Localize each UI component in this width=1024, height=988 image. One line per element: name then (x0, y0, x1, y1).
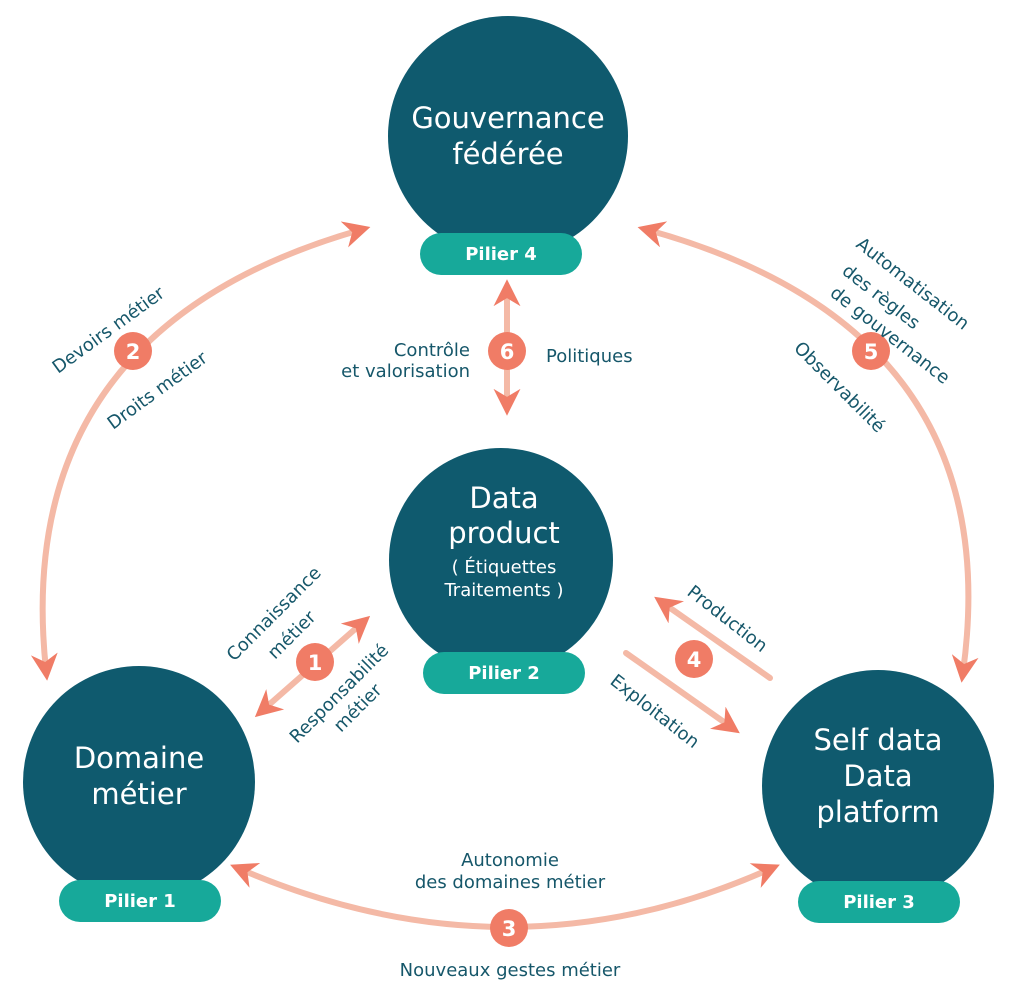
node-data-product: Data product ( Étiquettes Traitements ) … (389, 448, 613, 694)
node-self-data-title-3: platform (816, 795, 939, 829)
node-data-product-sub-1: ( Étiquettes (452, 556, 557, 578)
pillar-3-label: Pilier 3 (843, 892, 915, 913)
badge-5-number: 5 (864, 340, 879, 364)
badge-2-number: 2 (126, 340, 141, 364)
node-self-data-title-2: Data (843, 759, 912, 793)
node-gouvernance-title-2: fédérée (452, 137, 563, 171)
pillar-3-pill (798, 881, 960, 923)
label-exploitation: Exploitation (606, 670, 703, 752)
label-controle-2: et valorisation (341, 361, 470, 382)
badge-4: 4 (675, 640, 713, 678)
label-politiques: Politiques (546, 346, 633, 367)
pillar-4-label: Pilier 4 (465, 244, 537, 265)
node-data-product-title-2: product (448, 516, 560, 550)
node-gouvernance-title-1: Gouvernance (411, 101, 604, 135)
badge-3: 3 (490, 909, 528, 947)
connector-2 (30, 221, 371, 681)
badge-3-number: 3 (502, 917, 517, 941)
label-devoirs-metier: Devoirs métier (49, 282, 170, 378)
node-domaine-title-1: Domaine (74, 741, 204, 775)
badge-6-number: 6 (500, 340, 515, 364)
node-domaine: Domaine métier Pilier 1 (23, 666, 255, 922)
connector-4-production (654, 596, 773, 681)
badge-1: 1 (296, 643, 334, 681)
node-data-product-title-1: Data (469, 481, 538, 515)
connector-4-exploitation (623, 650, 740, 734)
pillar-1-pill (59, 880, 221, 922)
node-domaine-title-2: métier (91, 777, 186, 811)
badge-2: 2 (114, 332, 152, 370)
badge-1-number: 1 (308, 651, 323, 675)
pillar-1-label: Pilier 1 (104, 891, 176, 912)
label-nouveaux-gestes: Nouveaux gestes métier (400, 960, 621, 981)
label-autonomie-2: des domaines métier (415, 872, 606, 893)
node-data-product-sub-2: Traitements ) (443, 580, 563, 601)
badge-6: 6 (488, 332, 526, 370)
badge-4-number: 4 (687, 648, 702, 672)
node-gouvernance: Gouvernance fédérée Pilier 4 (388, 16, 628, 275)
label-autonomie-1: Autonomie (461, 850, 559, 871)
node-self-data-title-1: Self data (813, 723, 942, 757)
badge-5: 5 (852, 332, 890, 370)
pillar-4-pill (420, 233, 582, 275)
node-self-data: Self data Data platform Pilier 3 (762, 670, 994, 923)
label-controle-1: Contrôle (394, 340, 470, 361)
pillar-2-label: Pilier 2 (468, 663, 540, 684)
connector-5 (637, 221, 979, 683)
pillar-2-pill (423, 652, 585, 694)
